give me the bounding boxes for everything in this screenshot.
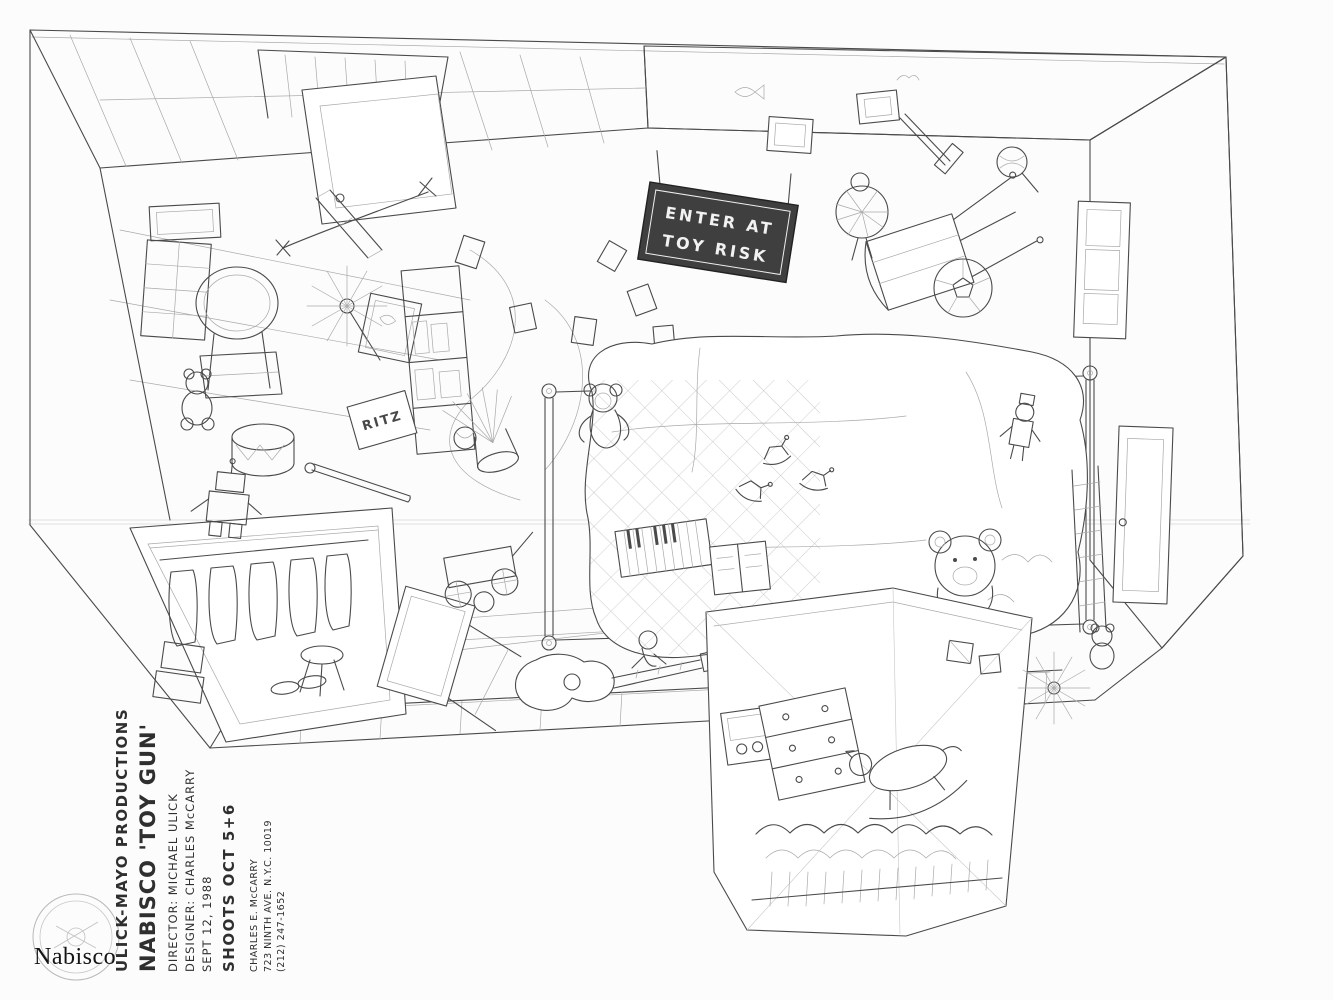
drawing-date: SEPT 12, 1988 bbox=[199, 875, 214, 972]
overturned-chair bbox=[864, 171, 1044, 311]
sign-board bbox=[636, 181, 799, 284]
pinwheel bbox=[306, 265, 388, 361]
mirror-table bbox=[195, 266, 283, 399]
toy-hammer bbox=[899, 113, 964, 175]
project-title: NABISCO 'TOY GUN' bbox=[136, 722, 160, 972]
wall-doodles bbox=[734, 75, 920, 100]
toy-blocks bbox=[946, 639, 1002, 675]
hanging-garments bbox=[168, 553, 352, 647]
open-door bbox=[301, 75, 457, 225]
tiny-toy-horses bbox=[735, 434, 835, 502]
robot-toy bbox=[190, 458, 262, 540]
designer-credit: DESIGNER: CHARLES McCARRY bbox=[182, 768, 197, 972]
monkey-doll bbox=[578, 383, 630, 449]
nabisco-seal bbox=[32, 893, 120, 981]
production-company: ULICK-MAYO PRODUCTIONS bbox=[113, 707, 131, 972]
contact-name: CHARLES E. McCARRY bbox=[249, 858, 261, 972]
ladder bbox=[1071, 465, 1107, 633]
wall-door bbox=[1112, 425, 1174, 605]
soccer-ball bbox=[933, 258, 993, 318]
ritz-box: RITZ bbox=[346, 390, 418, 450]
toy-piano bbox=[614, 518, 714, 578]
toy-drum bbox=[231, 423, 295, 477]
ballerina-doll bbox=[835, 172, 889, 261]
wall-picture-frames bbox=[1073, 200, 1131, 340]
starburst-pinwheel bbox=[1017, 651, 1091, 725]
storage-boxes bbox=[152, 641, 205, 704]
pickup-sticks-cup bbox=[442, 387, 519, 473]
toy-ball bbox=[453, 426, 477, 450]
toy-soldier bbox=[999, 392, 1041, 462]
door-sign: ENTER AT TOY RISK bbox=[636, 150, 799, 284]
stool bbox=[299, 645, 345, 697]
guitar bbox=[514, 649, 725, 711]
shoes bbox=[270, 675, 327, 695]
wallpaper bbox=[643, 45, 1244, 649]
bookshelf bbox=[400, 265, 476, 455]
small-bear bbox=[1089, 623, 1115, 670]
contact-address: 723 NINTH AVE. N.Y.C. 10019 bbox=[262, 820, 274, 972]
poster bbox=[357, 292, 423, 364]
scattered-papers bbox=[454, 234, 676, 352]
toy-dresser bbox=[758, 687, 866, 801]
small-teddy bbox=[180, 368, 215, 431]
credits-block: ULICK-MAYO PRODUCTIONS NABISCO 'TOY GUN'… bbox=[112, 680, 288, 972]
closet bbox=[129, 507, 407, 743]
baseball-bat bbox=[304, 462, 411, 503]
rattle-toy bbox=[996, 146, 1039, 193]
open-book bbox=[709, 540, 771, 596]
contact-phone: (212) 247-1652 bbox=[275, 890, 287, 972]
director-credit: DIRECTOR: MICHAEL ULICK bbox=[166, 793, 181, 972]
toy-wagon bbox=[443, 531, 534, 613]
wall-frame bbox=[148, 202, 222, 242]
toy-airplane bbox=[275, 177, 437, 259]
rocking-horse bbox=[845, 744, 968, 820]
bay-alcove bbox=[705, 587, 1091, 937]
picture-frames bbox=[766, 89, 901, 155]
brand-wordmark: Nabisco bbox=[34, 944, 117, 970]
fallen-easel bbox=[376, 585, 522, 732]
type-case-shelf bbox=[140, 239, 212, 341]
shoot-dates: SHOOTS OCT 5+6 bbox=[220, 803, 239, 972]
window-seat-cushions bbox=[751, 823, 1003, 907]
rag-doll bbox=[631, 630, 667, 669]
